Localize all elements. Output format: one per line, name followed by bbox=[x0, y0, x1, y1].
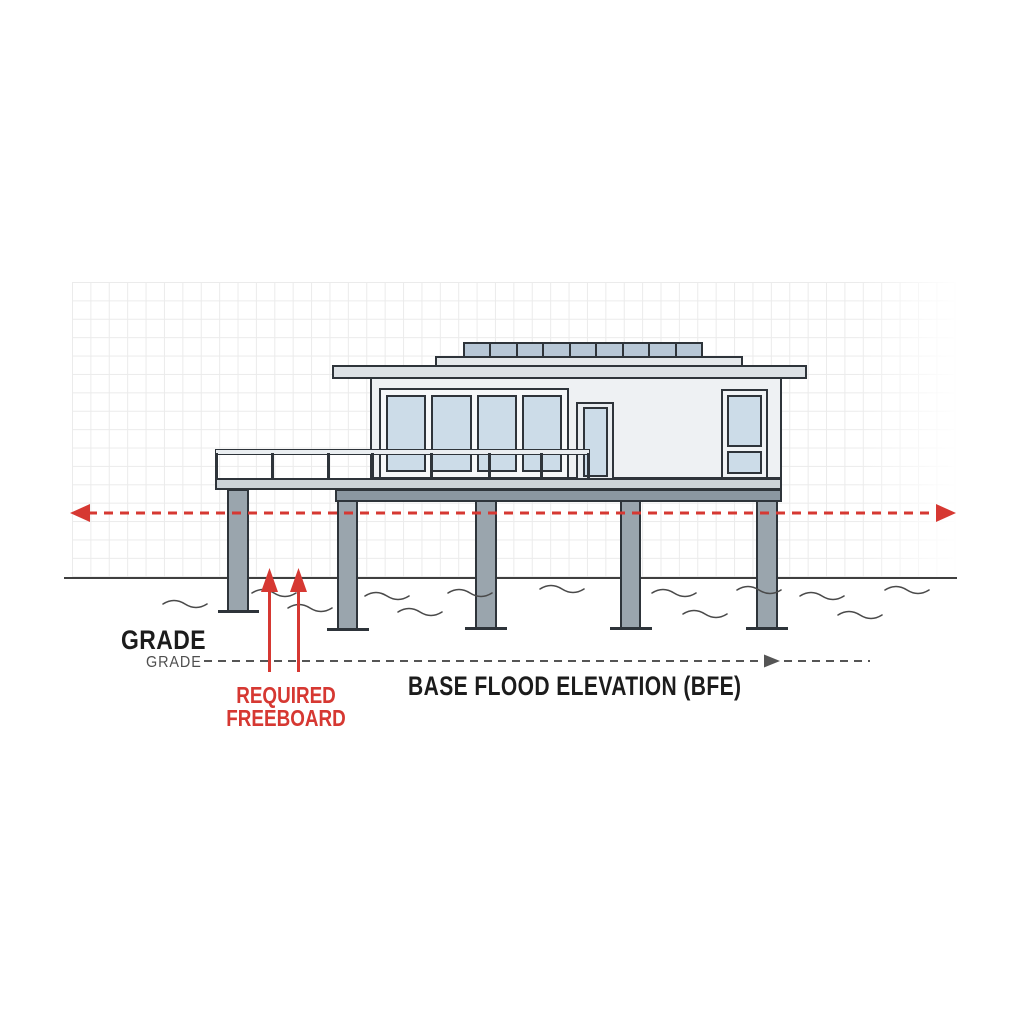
balcony-deck-slab bbox=[215, 478, 782, 490]
grid-fade-overlay bbox=[856, 282, 956, 578]
railing-post bbox=[540, 453, 543, 478]
clerestory-window bbox=[648, 342, 677, 358]
grade-reference-line bbox=[204, 654, 870, 668]
side-window-tall-pane bbox=[727, 395, 762, 447]
railing-post bbox=[488, 453, 491, 478]
piling-footing bbox=[610, 627, 652, 630]
water-squiggle bbox=[162, 599, 208, 609]
water-squiggle bbox=[884, 585, 930, 595]
piling bbox=[475, 500, 497, 629]
clerestory-window-row bbox=[463, 342, 703, 358]
floor-structure-band bbox=[335, 489, 782, 502]
clerestory-window bbox=[621, 342, 651, 358]
house-roof bbox=[332, 365, 807, 379]
piling bbox=[756, 500, 778, 629]
railing-post bbox=[215, 453, 218, 478]
clerestory-window bbox=[674, 342, 703, 358]
piling bbox=[337, 500, 358, 630]
water-squiggle bbox=[682, 609, 728, 619]
water-squiggles bbox=[162, 584, 930, 620]
piling-footing bbox=[465, 627, 507, 630]
railing-post bbox=[271, 453, 274, 478]
side-window-small-pane bbox=[727, 451, 762, 474]
window-pane bbox=[431, 395, 472, 472]
window-wall-band bbox=[379, 388, 569, 479]
required-freeboard-line2: FREEBOARD bbox=[226, 705, 346, 731]
piling-footing bbox=[746, 627, 788, 630]
railing-post bbox=[587, 453, 590, 478]
clerestory-window bbox=[568, 342, 598, 358]
required-freeboard-line1: REQUIRED bbox=[236, 682, 336, 708]
piling bbox=[227, 489, 249, 612]
base-flood-elevation-label: BASE FLOOD ELEVATION (BFE) bbox=[408, 671, 742, 701]
grade-arrowhead-icon bbox=[764, 654, 780, 668]
water-squiggle bbox=[251, 588, 297, 598]
piling-footing bbox=[218, 610, 259, 613]
piling bbox=[620, 500, 641, 629]
clerestory-window bbox=[542, 342, 571, 358]
balcony-railing bbox=[215, 449, 590, 478]
water-squiggle bbox=[651, 588, 697, 598]
railing-post bbox=[371, 453, 374, 478]
freeboard-arrows bbox=[261, 568, 307, 672]
grade-label-secondary: GRADE bbox=[146, 654, 202, 671]
water-squiggle bbox=[397, 607, 443, 617]
clerestory-window bbox=[489, 342, 518, 358]
grade-label-primary: GRADE bbox=[121, 625, 207, 655]
required-freeboard-label: REQUIRED FREEBOARD bbox=[220, 684, 351, 730]
entry-door bbox=[583, 407, 608, 477]
water-squiggle bbox=[539, 584, 585, 594]
window-pane bbox=[386, 395, 427, 472]
clerestory-window bbox=[463, 342, 492, 358]
piling-footing bbox=[327, 628, 369, 631]
clerestory-window bbox=[515, 342, 545, 358]
water-squiggle bbox=[799, 591, 845, 601]
window-pane bbox=[476, 395, 517, 472]
railing-post bbox=[430, 453, 433, 478]
water-squiggle bbox=[364, 591, 410, 601]
ground-line bbox=[64, 577, 957, 579]
clerestory-window bbox=[595, 342, 624, 358]
railing-post bbox=[327, 453, 330, 478]
railing-top-rail bbox=[215, 449, 590, 455]
water-squiggle bbox=[837, 610, 883, 620]
water-squiggle bbox=[287, 603, 333, 613]
